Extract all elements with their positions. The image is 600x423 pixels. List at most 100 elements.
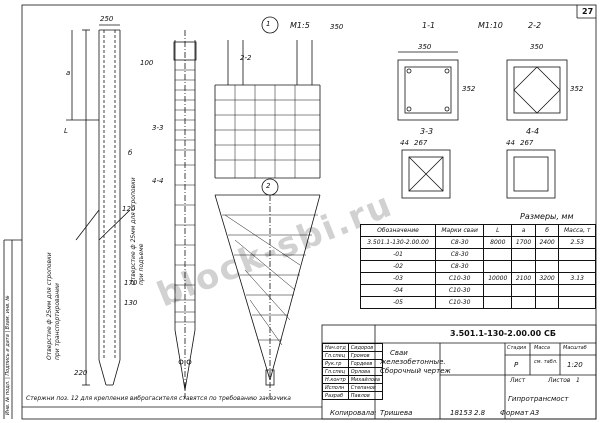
cell [534,260,560,273]
mass-value: см. табл. [534,359,558,365]
doc-code: 3.501.1-130-2.00.00 СБ [450,329,556,338]
dimensions-title: Размеры, мм [520,212,574,221]
cell: Рук.гр [322,359,349,368]
cell: С10-30 [434,272,485,285]
cell: Сидоров [347,343,383,352]
format-label: Формат [500,409,529,417]
cell: Н.контр [322,375,349,384]
title-line-1: Сваи [390,349,408,357]
cell [534,296,560,309]
cell: -03 [360,272,436,285]
cell: 3.13 [558,272,596,285]
note-hole-transport-1: Отверстие ф 25мм для строповки [46,252,53,360]
scale-main: М1:5 [290,21,310,30]
stage-value: Р [514,361,519,369]
cell [483,296,513,309]
pile-reinforcement-middle [173,30,197,400]
organization: Гипротрансмост [508,395,569,403]
sheets-value: 1 [576,377,580,384]
dim-267: 267 [414,139,428,147]
cell [558,296,596,309]
cell [558,284,596,297]
col-b: б [534,224,560,237]
cell: Степанов [347,383,383,392]
cell: Орлова [347,367,383,376]
cell: 1700 [511,236,536,249]
cell: -04 [360,284,436,297]
scale-sections: М1:10 [478,21,503,30]
cell [483,248,513,261]
stirrups-middle [175,69,195,323]
cell: 2100 [511,272,536,285]
cell: Павлов [347,391,383,400]
cell: 10000 [483,272,513,285]
section-3-3-title: 3-3 [420,127,434,136]
cell [511,284,536,297]
sheets-header: Листов [548,377,571,384]
node-details-right [214,16,321,400]
cell: Гл.спец [322,367,349,376]
section-2-2-title: 2-2 [528,21,542,30]
node-1-label: 1 [266,20,271,28]
cell: -05 [360,296,436,309]
cell [511,296,536,309]
title-line-3: Сборочный чертеж [380,367,451,375]
cut-3-3-label: 3-3 [152,124,164,132]
order-number: 18153 [450,409,473,417]
mass-header: Масса [534,345,550,351]
dim-220: 220 [74,369,88,377]
sheet-frame [21,4,597,420]
bottom-note: Стержни поз. 12 для крепления виброгасит… [26,395,291,402]
cell: Исполн [322,383,349,392]
cell: Гордеев [347,359,383,368]
cell: -01 [360,248,436,261]
note-hole-lifting-1: Отверстие ф 25мм для строповки [130,177,137,285]
cell: -02 [360,260,436,273]
pile-elevation-left [66,24,131,386]
dim-350-top: 350 [418,43,432,51]
cell [558,260,596,273]
col-mark: Марки сваи [434,224,485,237]
cell: С8-30 [434,260,485,273]
copied-name: Тришева [380,409,413,417]
section-4-4 [506,149,556,199]
dim-120: 120 [122,205,136,213]
dim-350-node: 350 [330,23,344,31]
cell: С10-30 [434,284,485,297]
cell: Нач.отд [322,343,349,352]
col-a: a [511,224,536,237]
section-3-3 [401,149,451,199]
cell [511,248,536,261]
stage-header: Стадия [507,345,527,351]
cell: 3.501.1-130-2.00.00 [360,236,436,249]
scale-header: Масштаб [563,345,587,351]
dim-a: a [66,69,71,77]
dim-b: б [128,149,133,157]
cut-2-2-label: 2-2 [240,54,252,62]
node-detail-grid [215,85,320,346]
section-4-4-title: 4-4 [526,127,540,136]
node-2-label: 2 [266,182,271,190]
cell [534,248,560,261]
spec-table: Обозначение Марки сваи L a б Масса, т 3.… [360,224,596,309]
note-hole-transport-2: при транспортировании [54,283,61,360]
cell: Громов [347,351,383,360]
cell [483,284,513,297]
format-value: А3 [530,409,540,417]
cell: С10-30 [434,296,485,309]
dim-130: 130 [124,299,138,307]
dim-100: 100 [140,59,154,67]
